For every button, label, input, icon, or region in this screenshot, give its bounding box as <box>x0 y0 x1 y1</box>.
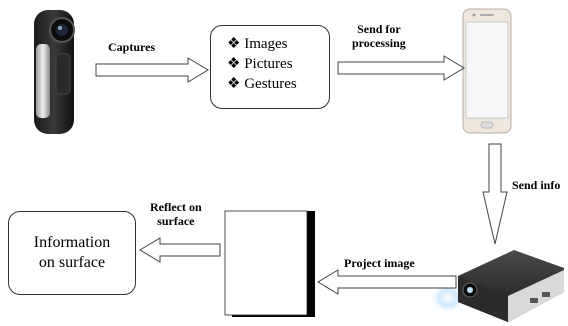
information-box: Information on surface <box>8 211 136 295</box>
label-send-processing: Send for processing <box>352 22 406 50</box>
list-item: ❖ Images <box>227 36 288 52</box>
projection-screen-icon <box>224 210 315 317</box>
smartphone-icon <box>462 8 512 134</box>
list-item: ❖ Gestures <box>227 76 297 92</box>
captured-items-box: ❖ Images ❖ Pictures ❖ Gestures <box>210 25 330 109</box>
label-project-image: Project image <box>344 256 415 270</box>
information-box-label: Information on surface <box>33 234 111 271</box>
captured-items-list: ❖ Images ❖ Pictures ❖ Gestures <box>211 26 329 94</box>
label-reflect: Reflect on surface <box>150 200 202 228</box>
list-item: ❖ Pictures <box>227 56 293 72</box>
projector-icon <box>430 250 564 322</box>
label-send-info: Send info <box>512 178 561 192</box>
camera-icon <box>34 10 75 134</box>
label-captures: Captures <box>108 40 156 54</box>
